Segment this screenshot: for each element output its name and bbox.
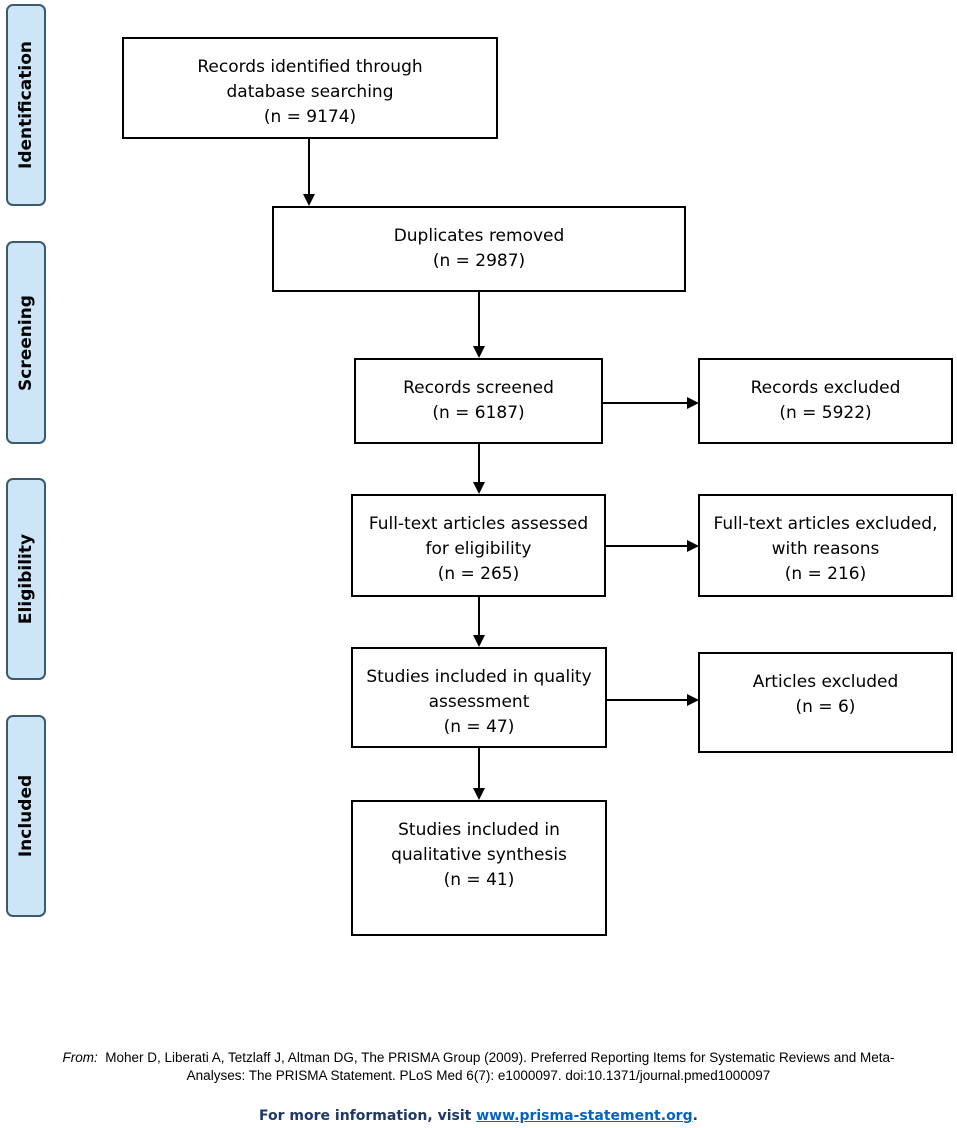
phase-eligibility-label: Eligibility: [16, 533, 36, 625]
full-text-assessed-box: Full-text articles assessed for eligibil…: [351, 494, 606, 597]
phase-screening-label: Screening: [16, 294, 36, 391]
phase-screening: Screening: [6, 241, 46, 444]
full-text-excluded-line-2: with reasons: [771, 539, 880, 559]
records-excluded-count: (n = 5922): [779, 403, 872, 423]
qualitative-synthesis-line-2: qualitative synthesis: [391, 845, 567, 865]
qualitative-synthesis-box: Studies included in qualitative synthesi…: [351, 800, 607, 936]
records-excluded-line-1: Records excluded: [750, 378, 901, 398]
full-text-assessed-count: (n = 265): [437, 564, 520, 584]
phase-identification-label: Identification: [16, 41, 36, 169]
records-excluded-box: Records excluded (n = 5922): [698, 358, 953, 444]
qualitative-synthesis-line-1: Studies included in: [398, 820, 560, 840]
records-identified-line-2: database searching: [226, 82, 394, 102]
footer: For more information, visit www.prisma-s…: [0, 1108, 957, 1124]
prisma-website-link[interactable]: www.prisma-statement.org: [476, 1108, 693, 1124]
full-text-excluded-box: Full-text articles excluded, with reason…: [698, 494, 953, 597]
citation-line-1: From: Moher D, Liberati A, Tetzlaff J, A…: [0, 1049, 957, 1067]
articles-excluded-count: (n = 6): [795, 697, 856, 717]
full-text-excluded-line-1: Full-text articles excluded,: [713, 514, 938, 534]
quality-assessment-count: (n = 47): [443, 717, 515, 737]
quality-assessment-box: Studies included in quality assessment (…: [351, 647, 607, 748]
citation: From: Moher D, Liberati A, Tetzlaff J, A…: [0, 1049, 957, 1085]
quality-assessment-line-1: Studies included in quality: [366, 667, 592, 687]
citation-text-2: Analyses: The PRISMA Statement. PLoS Med…: [186, 1068, 771, 1083]
footer-prefix: For more information, visit: [259, 1108, 477, 1124]
full-text-assessed-line-2: for eligibility: [425, 539, 532, 559]
full-text-excluded-count: (n = 216): [784, 564, 867, 584]
records-screened-box: Records screened (n = 6187): [354, 358, 603, 444]
duplicates-removed-count: (n = 2987): [432, 251, 526, 271]
records-identified-count: (n = 9174): [263, 107, 357, 127]
records-screened-count: (n = 6187): [432, 403, 525, 423]
footer-suffix: .: [692, 1108, 698, 1124]
records-identified-line-1: Records identified through: [197, 57, 423, 77]
full-text-assessed-line-1: Full-text articles assessed: [368, 514, 589, 534]
citation-from-label: From:: [62, 1050, 98, 1065]
records-identified-box: Records identified through database sear…: [122, 37, 498, 139]
phase-included-label: Included: [16, 774, 36, 858]
records-screened-line-1: Records screened: [403, 378, 554, 398]
qualitative-synthesis-count: (n = 41): [443, 870, 515, 890]
phase-eligibility: Eligibility: [6, 478, 46, 680]
articles-excluded-line-1: Articles excluded: [752, 672, 899, 692]
quality-assessment-line-2: assessment: [428, 692, 530, 712]
citation-text-1: Moher D, Liberati A, Tetzlaff J, Altman …: [105, 1050, 895, 1065]
articles-excluded-box: Articles excluded (n = 6): [698, 652, 953, 753]
phase-identification: Identification: [6, 4, 46, 206]
duplicates-removed-box: Duplicates removed (n = 2987): [272, 206, 686, 292]
duplicates-removed-line-1: Duplicates removed: [393, 226, 565, 246]
phase-included: Included: [6, 715, 46, 917]
